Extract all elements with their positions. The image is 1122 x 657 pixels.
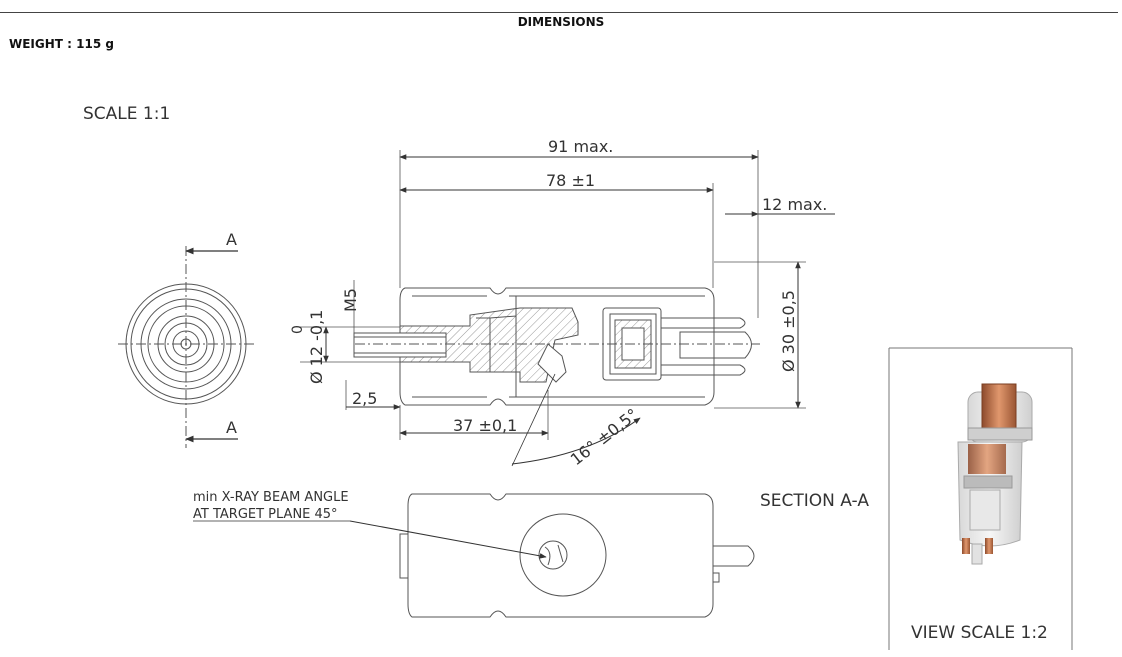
section-marker-a-top: A	[226, 230, 237, 249]
dim-overall-length: 91 max.	[548, 137, 613, 156]
section-title: DIMENSIONS	[517, 15, 605, 29]
section-label: SECTION A-A	[760, 491, 869, 511]
dim-body-length: 78 ±1	[546, 171, 595, 190]
section-marker-bottom: A	[185, 418, 238, 443]
scale-label: SCALE 1:1	[83, 104, 170, 124]
dim-pin-length: 12 max.	[762, 195, 827, 214]
bottom-view	[399, 493, 755, 618]
dim-thread: M5	[341, 288, 360, 312]
dimension-lines	[323, 154, 835, 467]
side-section-view	[353, 287, 760, 406]
dim-offset: 2,5	[352, 389, 377, 408]
section-marker-a-bottom: A	[226, 418, 237, 437]
beam-note-line-1: min X-RAY BEAM ANGLE	[193, 490, 349, 505]
dim-hole-tol-upper: 0	[290, 325, 306, 334]
dim-target-distance: 37 ±0,1	[453, 416, 517, 435]
end-view	[118, 246, 256, 448]
section-marker-top: A	[185, 230, 238, 255]
beam-note: min X-RAY BEAM ANGLE AT TARGET PLANE 45°	[193, 490, 547, 559]
beam-note-line-2: AT TARGET PLANE 45°	[193, 507, 338, 522]
dim-angle: 16° ±0,5°	[567, 405, 642, 469]
weight-label: WEIGHT : 115 g	[9, 37, 114, 51]
view-scale-label: VIEW SCALE 1:2	[911, 623, 1048, 643]
view-panel: VIEW SCALE 1:2	[888, 347, 1073, 650]
top-rule	[0, 12, 1118, 13]
dim-hole-diameter: Ø 12 -0,1	[307, 310, 326, 384]
dim-diameter: Ø 30 ±0,5	[779, 290, 798, 372]
